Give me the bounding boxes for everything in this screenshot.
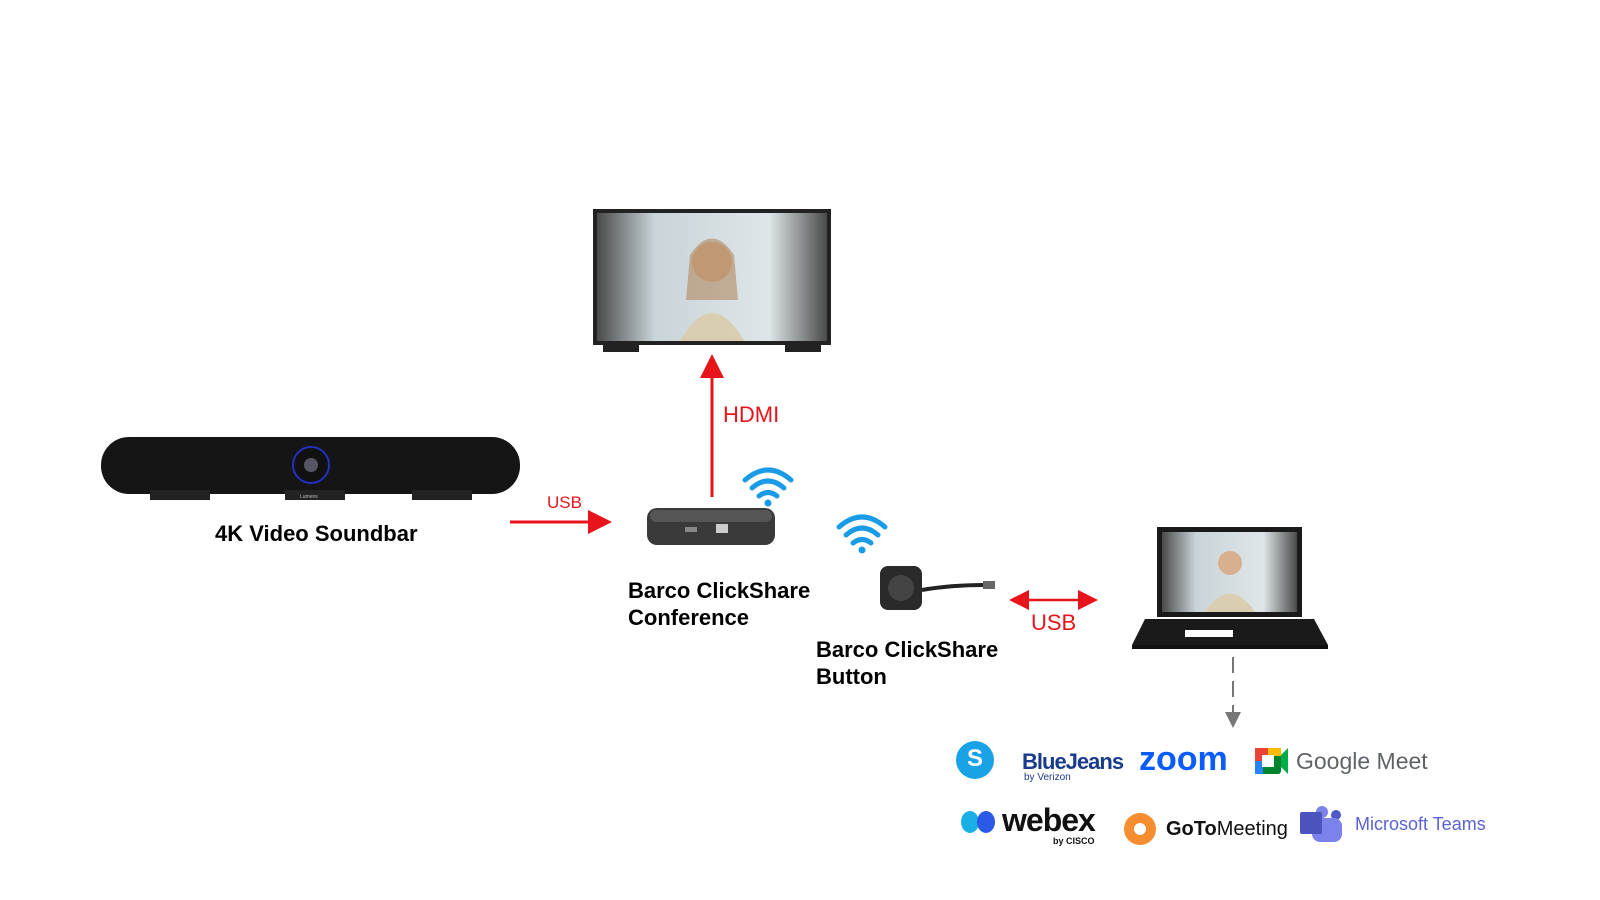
button-label-line1: Barco ClickShare (816, 637, 999, 662)
skype-logo: S (967, 745, 984, 772)
bluejeans-logo: BlueJeans (1022, 749, 1124, 774)
webex-sub: by CISCO (1053, 836, 1095, 846)
teams-logo: Microsoft Teams (1355, 814, 1486, 834)
goto-rest: Meeting (1216, 818, 1288, 840)
conference-label-line1: Barco ClickShare (628, 578, 811, 603)
usb-label-soundbar: USB (547, 493, 582, 512)
clickshare-conference-device (647, 508, 775, 545)
wifi-icon (836, 514, 888, 554)
tv-monitor (593, 209, 831, 352)
zoom-logo: zoom (1139, 740, 1228, 778)
gotomeeting-logo: GoToMeeting (1166, 818, 1288, 841)
skype-icon (956, 741, 994, 779)
google-meet-icon (1255, 748, 1288, 774)
button-label-line2: Button (816, 664, 887, 689)
goto-bold: GoTo (1166, 818, 1217, 840)
usb-label-laptop: USB (1031, 610, 1077, 635)
hdmi-label: HDMI (723, 402, 780, 427)
google-meet-logo: Google Meet (1296, 748, 1428, 774)
soundbar-device (101, 437, 520, 500)
soundbar-brand: Lumens (300, 494, 318, 500)
soundbar-label: 4K Video Soundbar (215, 521, 418, 546)
gotomeeting-icon (1124, 813, 1156, 845)
wifi-icon (742, 467, 794, 507)
conference-label: Barco ClickShare Conference (628, 577, 810, 631)
teams-icon (1300, 806, 1342, 842)
webex-icon (961, 811, 995, 833)
bluejeans-sub: by Verizon (1024, 772, 1071, 783)
laptop-device (1132, 527, 1328, 649)
conference-label-line2: Conference (628, 605, 750, 630)
button-label: Barco ClickShare Button (816, 636, 998, 690)
webex-logo: webex (1002, 802, 1096, 838)
clickshare-button-device (880, 566, 995, 610)
